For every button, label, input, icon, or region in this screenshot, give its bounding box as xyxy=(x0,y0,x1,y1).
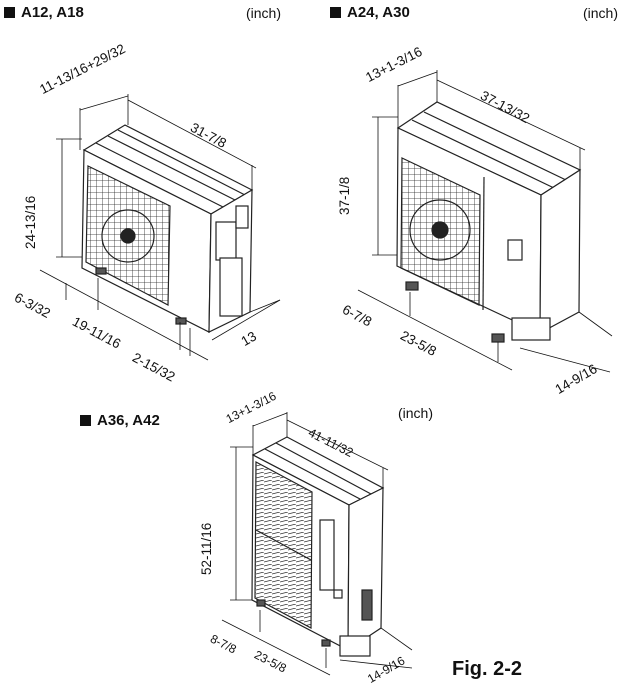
bullet-square-icon xyxy=(330,7,341,18)
unit-a24-a30-drawing xyxy=(396,101,582,343)
unit-a24-a30-dimension-lines xyxy=(357,70,613,373)
unit-a12-a18-dimension-lines xyxy=(39,94,281,361)
unit-a36-a42-dimension-lines xyxy=(221,412,413,676)
unit-a12-a18-drawing xyxy=(81,124,254,333)
unit-a24-a30-title: A24, A30 xyxy=(330,4,410,21)
unit-a12-a18-title: A12, A18 xyxy=(4,4,84,21)
unit-a24-a30-height-label: 37-1/8 xyxy=(337,176,352,215)
unit-a12-a18-height-label: 24-13/16 xyxy=(23,195,38,249)
bullet-square-icon xyxy=(80,415,91,426)
unit-a36-a42-title-text: A36, A42 xyxy=(97,412,160,429)
unit-a36-a42-title: A36, A42 xyxy=(80,412,160,429)
unit-a24-a30-inch-label: (inch) xyxy=(583,5,619,21)
unit-a36-a42-drawing xyxy=(251,436,385,657)
figure-label: Fig. 2-2 xyxy=(452,658,523,680)
unit-a36-a42-inch-label: (inch) xyxy=(398,405,434,421)
unit-a24-a30-title-text: A24, A30 xyxy=(347,4,410,21)
bullet-square-icon xyxy=(4,7,15,18)
unit-a12-a18-inch-label: (inch) xyxy=(246,5,282,21)
unit-a12-a18-title-text: A12, A18 xyxy=(21,4,84,21)
unit-a36-a42-height-label: 52-11/16 xyxy=(199,522,214,575)
